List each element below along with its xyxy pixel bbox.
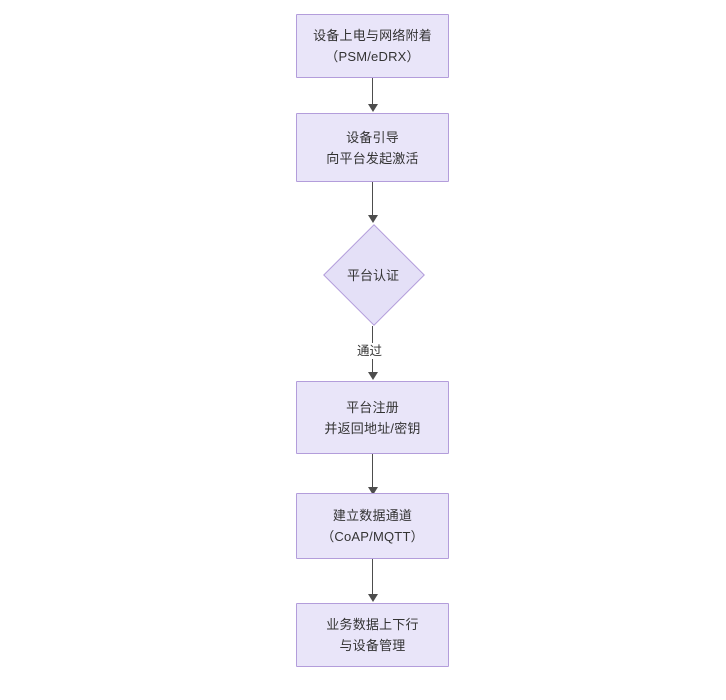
flow-edge-n5-n6: [372, 559, 373, 596]
flow-node-platform-register[interactable]: 平台注册 并返回地址/密钥: [296, 381, 449, 454]
flow-arrowhead-n3-n4: [368, 372, 378, 380]
flow-node-label-line2: （CoAP/MQTT）: [321, 529, 424, 544]
flow-edge-label-pass: 通过: [355, 343, 385, 359]
flow-edge-n2-n3: [372, 182, 373, 218]
flow-node-data-channel[interactable]: 建立数据通道 （CoAP/MQTT）: [296, 493, 449, 559]
flow-node-label-line2: 并返回地址/密钥: [324, 420, 421, 436]
flow-node-label-line2: （PSM/eDRX）: [325, 49, 420, 64]
flow-node-label-line1: 业务数据上下行: [326, 617, 419, 632]
flow-node-platform-auth-decision[interactable]: 平台认证: [323, 222, 425, 326]
flow-arrowhead-n4-n5: [368, 487, 378, 495]
flow-node-device-power-on[interactable]: 设备上电与网络附着 （PSM/eDRX）: [296, 14, 449, 78]
flow-node-label-line1: 平台认证: [346, 267, 399, 283]
flow-edge-n1-n2: [372, 78, 373, 106]
flow-node-device-bootstrap[interactable]: 设备引导 向平台发起激活: [296, 113, 449, 182]
flow-node-business-data[interactable]: 业务数据上下行 与设备管理: [296, 603, 449, 667]
flow-node-label-line1: 设备引导: [346, 129, 399, 145]
flow-node-label-line1: 设备上电与网络附着: [313, 28, 432, 43]
flow-arrowhead-n1-n2: [368, 104, 378, 112]
flow-edge-n4-n5: [372, 454, 373, 490]
flow-node-label-line1: 建立数据通道: [332, 508, 413, 523]
flow-arrowhead-n2-n3: [368, 215, 378, 223]
flow-node-label-line2: 与设备管理: [339, 638, 406, 653]
flow-node-label-line2: 向平台发起激活: [326, 150, 419, 166]
flow-node-label-line1: 平台注册: [346, 399, 399, 415]
flow-arrowhead-n5-n6: [368, 594, 378, 602]
